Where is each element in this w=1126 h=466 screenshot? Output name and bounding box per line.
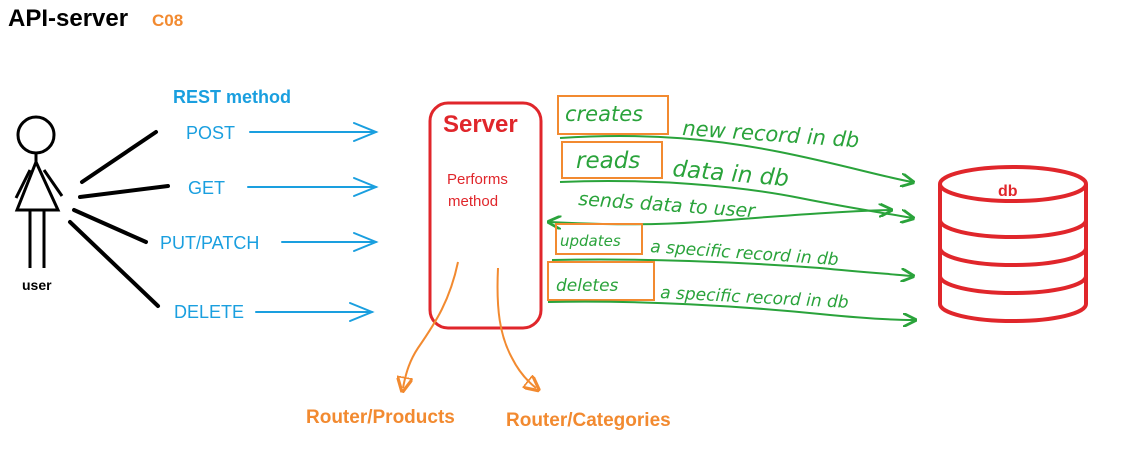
server-title: Server bbox=[443, 111, 518, 138]
router-categories-label: Router/Categories bbox=[506, 410, 671, 431]
actor-arm-left bbox=[14, 169, 32, 199]
user-label: user bbox=[22, 277, 52, 293]
op-reads-box bbox=[561, 141, 663, 179]
arrow-delete bbox=[255, 302, 375, 322]
operations: creates new record in db reads data in d… bbox=[547, 95, 914, 320]
user-actor bbox=[14, 115, 64, 268]
op-updates-arrow bbox=[551, 258, 912, 276]
arrow-put-patch bbox=[281, 232, 379, 252]
server-box bbox=[428, 101, 543, 330]
user-link-put bbox=[72, 208, 148, 244]
db-label: db bbox=[998, 183, 1018, 200]
op-creates-verb: creates bbox=[565, 102, 643, 126]
method-post: POST bbox=[186, 123, 235, 143]
op-deletes-arrow bbox=[547, 300, 914, 320]
op-creates-box bbox=[557, 95, 669, 135]
router-arrows bbox=[403, 261, 536, 388]
method-delete: DELETE bbox=[174, 302, 244, 322]
method-get: GET bbox=[188, 178, 225, 198]
server-subtitle-line2: method bbox=[448, 193, 498, 210]
database-icon bbox=[938, 165, 1088, 323]
arrow-router-products bbox=[403, 261, 459, 388]
user-method-links bbox=[68, 130, 170, 308]
op-creates-text: new record in db bbox=[682, 116, 860, 152]
op-deletes-verb: deletes bbox=[556, 276, 619, 296]
page-title: API-server bbox=[8, 5, 128, 32]
actor-arm-right bbox=[42, 169, 64, 197]
arrow-get bbox=[247, 177, 379, 197]
arrow-router-categories bbox=[496, 267, 536, 388]
op-creates-arrow bbox=[559, 134, 912, 182]
title-code: C08 bbox=[152, 11, 183, 30]
rest-heading: REST method bbox=[173, 87, 291, 107]
op-updates-text: a specific record in db bbox=[650, 237, 840, 270]
op-updates-box bbox=[555, 223, 643, 255]
arrow-post bbox=[249, 122, 379, 142]
router-products-label: Router/Products bbox=[306, 407, 455, 428]
actor-head bbox=[16, 115, 56, 155]
user-link-delete bbox=[68, 220, 160, 308]
user-link-get bbox=[78, 184, 170, 199]
actor-body bbox=[14, 158, 61, 212]
op-sends-text: sends data to user bbox=[578, 188, 757, 222]
server-subtitle-line1: Performs bbox=[447, 171, 508, 188]
method-arrows bbox=[247, 122, 379, 322]
op-reads-verb: reads bbox=[576, 148, 640, 174]
method-put-patch: PUT/PATCH bbox=[160, 233, 259, 253]
op-deletes-box bbox=[547, 261, 655, 301]
user-link-post bbox=[80, 130, 158, 184]
op-updates-verb: updates bbox=[560, 232, 621, 250]
